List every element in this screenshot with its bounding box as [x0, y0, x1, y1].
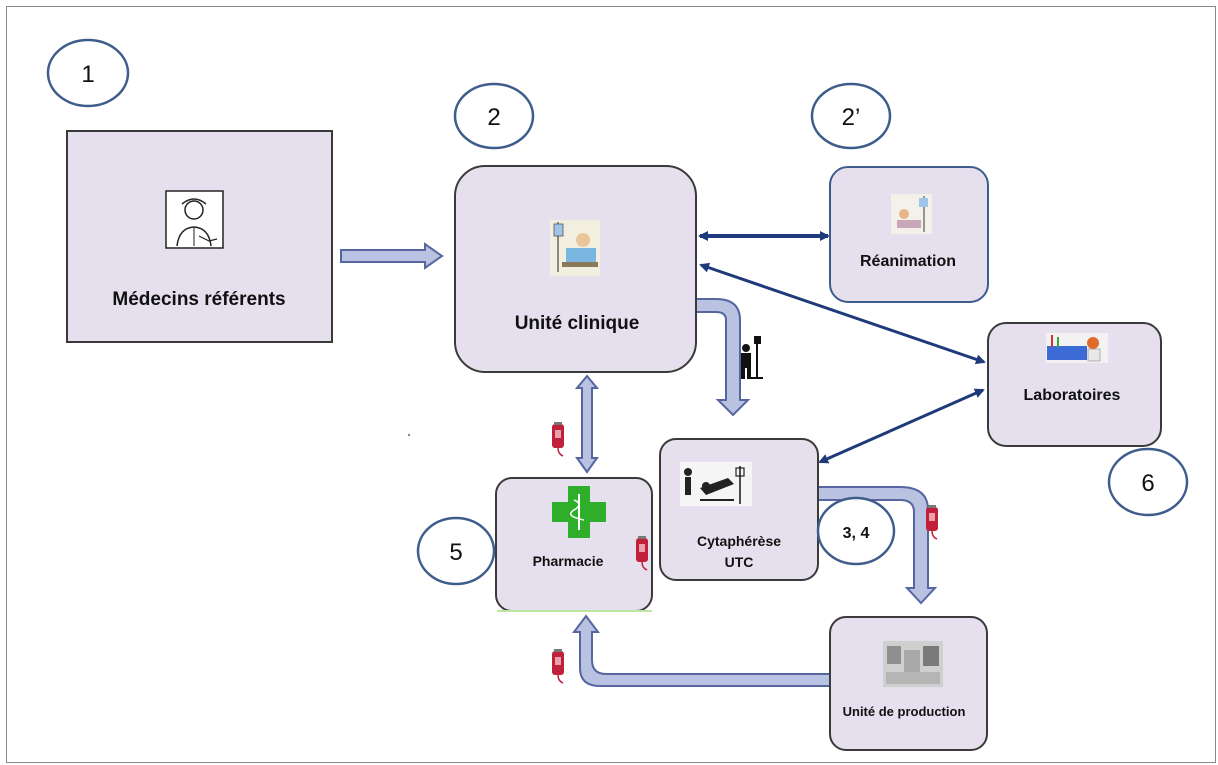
node-cytapherese-label-1: Cytaphérèse — [697, 533, 781, 549]
node-laboratoires: Laboratoires — [987, 322, 1162, 447]
patient-with-iv-icon — [741, 336, 763, 379]
production-lab-icon — [883, 641, 943, 687]
step-circle-6: 6 — [1107, 447, 1189, 517]
step-1-label: 1 — [81, 61, 94, 88]
arrow-laboratoires-cytapherese — [818, 388, 985, 464]
blood-bag-icon — [552, 649, 564, 684]
node-unite-clinique-label: Unité clinique — [515, 313, 640, 334]
arrow-clinique-to-cytapherese — [695, 298, 751, 417]
node-pharmacie-label: Pharmacie — [533, 553, 604, 569]
step-circle-5: 5 — [416, 516, 496, 586]
step-2-prime-label: 2’ — [842, 104, 861, 131]
laboratory-icon — [1046, 333, 1108, 363]
stray-dot — [407, 433, 411, 437]
arrow-medecins-to-clinique — [340, 242, 444, 270]
node-cytapherese-label-2: UTC — [725, 554, 754, 570]
arrow-clinique-laboratoires — [699, 262, 986, 365]
blood-bag-icon — [636, 536, 648, 571]
arrow-cytapherese-to-production — [817, 486, 938, 605]
node-unite-production: Unité de production — [829, 616, 988, 751]
node-cytapherese: Cytaphérèse UTC — [659, 438, 819, 581]
step-circle-2-prime: 2’ — [810, 82, 892, 150]
node-reanimation-label: Réanimation — [860, 253, 956, 270]
step-circle-3-4: 3, 4 — [816, 496, 896, 566]
apheresis-bed-icon — [680, 462, 752, 506]
step-circle-1: 1 — [46, 38, 130, 108]
node-reanimation: Réanimation — [829, 166, 989, 303]
node-laboratoires-label: Laboratoires — [1024, 387, 1121, 404]
step-6-label: 6 — [1141, 470, 1154, 497]
arrow-clinique-pharmacie — [574, 374, 600, 474]
arrow-production-to-pharmacie — [572, 614, 831, 687]
step-2-label: 2 — [487, 104, 500, 131]
node-pharmacie: Pharmacie — [495, 477, 653, 612]
step-circle-2: 2 — [453, 82, 535, 150]
node-unite-production-label: Unité de production — [843, 704, 966, 719]
node-medecins-label: Médecins référents — [112, 289, 285, 310]
patient-in-bed-icon — [550, 220, 600, 276]
blood-bag-icon — [552, 422, 564, 457]
blood-bag-icon — [926, 505, 938, 540]
step-3-4-label: 3, 4 — [843, 525, 870, 542]
pharmacy-cross-icon — [552, 486, 606, 538]
node-medecins-referents: Médecins référents — [66, 130, 333, 343]
node-unite-clinique: Unité clinique — [454, 165, 697, 373]
intensive-care-icon — [891, 194, 932, 234]
step-5-label: 5 — [449, 539, 462, 566]
doctor-icon — [165, 190, 224, 249]
